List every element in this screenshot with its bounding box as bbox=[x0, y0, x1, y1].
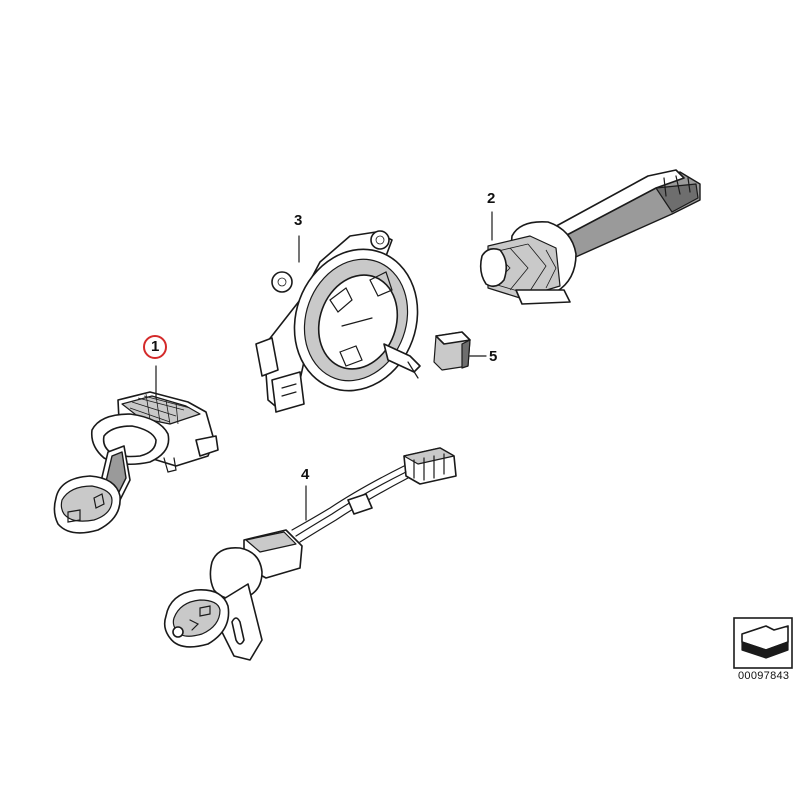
part-label-1[interactable]: 1 bbox=[151, 338, 160, 355]
part-2-wiper-switch[interactable] bbox=[479, 169, 701, 305]
diagram-reference-number: 00097843 bbox=[738, 670, 790, 682]
part-3-clock-spring[interactable] bbox=[255, 230, 437, 413]
part-label-5[interactable]: 5 bbox=[489, 348, 498, 365]
part-4-harness-switch[interactable] bbox=[163, 447, 457, 661]
folded-arrow-icon bbox=[733, 617, 793, 669]
part-5-small-module[interactable] bbox=[433, 331, 471, 371]
part-label-2[interactable]: 2 bbox=[487, 190, 496, 207]
label-1-highlight-circle bbox=[143, 335, 167, 359]
part-1-turn-signal-switch[interactable] bbox=[53, 391, 219, 534]
part-label-3[interactable]: 3 bbox=[294, 212, 303, 229]
part-label-4[interactable]: 4 bbox=[301, 466, 310, 483]
